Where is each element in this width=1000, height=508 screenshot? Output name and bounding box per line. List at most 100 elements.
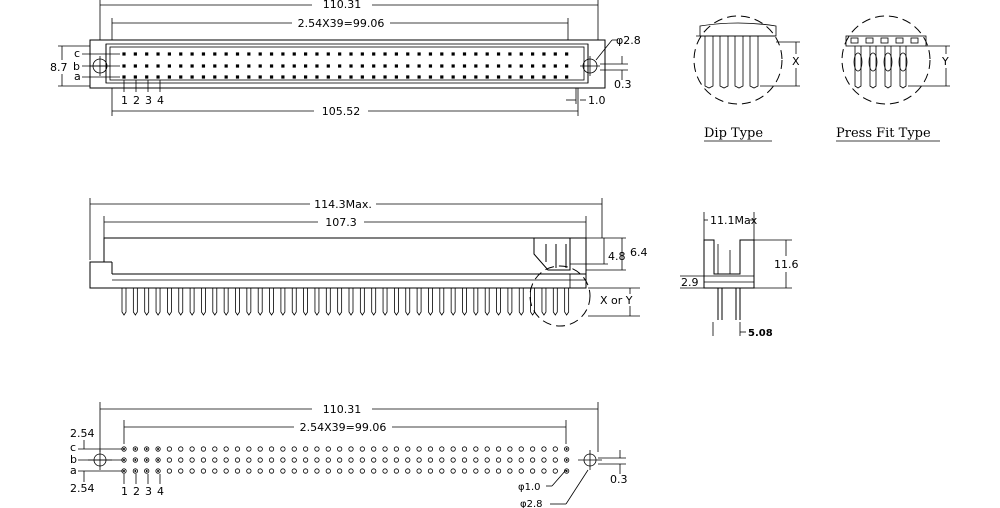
top-pin [326, 75, 330, 79]
side-pin-length: X or Y [600, 294, 633, 307]
fp-hole [552, 468, 558, 474]
side-pin [201, 288, 206, 316]
fp-hole [268, 446, 275, 452]
top-pin [156, 64, 160, 68]
top-pin [269, 75, 274, 79]
top-pin [440, 75, 444, 79]
top-pin [417, 75, 421, 79]
top-pin [315, 75, 319, 79]
fp-hole [234, 446, 241, 452]
fp-hole [371, 457, 377, 463]
top-pin [133, 52, 137, 56]
top-pin [372, 75, 376, 79]
fp-mount-hole: φ2.8 [520, 499, 543, 508]
fp-hole [484, 446, 490, 452]
fp-hole [450, 468, 456, 474]
top-pin [190, 64, 194, 68]
top-pin [451, 64, 455, 68]
top-pin [304, 75, 308, 79]
top-edge: 1.0 [588, 94, 606, 107]
fp-hole [144, 446, 150, 452]
fp-pin-2: 2 [133, 485, 140, 498]
footprint-view: 110.31 2.54X39=99.06 2.54 2.54 c b a 1 [70, 402, 628, 508]
top-pin [462, 64, 467, 68]
dim-x: X [792, 55, 800, 68]
fp-hole [371, 446, 377, 452]
fp-hole [473, 457, 479, 463]
fp-hole [200, 468, 207, 474]
top-pin [485, 75, 489, 79]
top-pin [417, 64, 421, 68]
fp-hole [314, 457, 320, 463]
fp-hole-center [565, 448, 568, 450]
fp-hole [484, 457, 490, 463]
fp-hole-center [145, 448, 148, 450]
fp-hole-grid [121, 446, 570, 474]
fp-hole [427, 446, 434, 452]
top-pin [315, 52, 319, 56]
top-pin [190, 75, 194, 79]
fp-hole [302, 446, 309, 452]
top-pin [406, 75, 410, 79]
fp-hole-center [134, 448, 137, 450]
fp-hole [325, 468, 331, 474]
side-pin [223, 288, 229, 316]
side-pin [155, 288, 161, 316]
top-pin [360, 75, 364, 79]
fp-hole [541, 457, 547, 463]
top-pin [224, 52, 228, 56]
fp-hole [178, 457, 184, 463]
fp-hole [212, 457, 218, 463]
fp-hole [529, 468, 536, 474]
top-pin [531, 64, 535, 68]
top-row-c: c [74, 47, 80, 60]
fp-hole [405, 457, 411, 463]
top-pin [315, 64, 319, 68]
top-pin [406, 64, 410, 68]
fp-hole [121, 468, 127, 474]
top-pin [440, 52, 444, 56]
side-pin [212, 288, 218, 316]
side-pin [541, 288, 547, 316]
fp-pin-span: 2.54X39=99.06 [300, 421, 387, 434]
top-pin [474, 75, 478, 79]
fp-hole [382, 468, 388, 474]
top-pin [383, 52, 387, 56]
top-pin [167, 75, 171, 79]
fp-hole [439, 468, 445, 474]
side-pin [189, 288, 195, 316]
top-pin [519, 64, 523, 68]
side-pin [507, 288, 513, 316]
side-pin [269, 288, 274, 316]
top-pin [519, 75, 523, 79]
top-pin-span: 2.54X39=99.06 [298, 17, 385, 30]
fp-hole [166, 457, 172, 463]
top-pin [122, 64, 126, 68]
fp-row-c: c [70, 441, 76, 454]
fp-hole [155, 468, 161, 474]
fp-hole [144, 468, 150, 474]
side-pin [257, 288, 263, 316]
side-pin [405, 288, 411, 316]
side-pin [382, 288, 388, 316]
top-pin [462, 75, 467, 79]
top-pin [156, 52, 160, 56]
fp-hole [223, 446, 229, 452]
top-pin [383, 75, 387, 79]
fp-hole [246, 468, 252, 474]
top-pin [440, 64, 444, 68]
fp-hole [405, 468, 411, 474]
top-pin [372, 64, 376, 68]
fp-hole-center [145, 470, 148, 472]
fp-overall-width: 110.31 [323, 403, 362, 416]
top-pin [201, 64, 206, 68]
fp-hole [132, 457, 138, 463]
fp-hole [382, 446, 388, 452]
fp-hole [450, 446, 456, 452]
side-pin [371, 288, 377, 316]
top-pin [542, 52, 546, 56]
fp-hole [518, 446, 524, 452]
top-pin [383, 64, 387, 68]
top-pin [338, 75, 342, 79]
